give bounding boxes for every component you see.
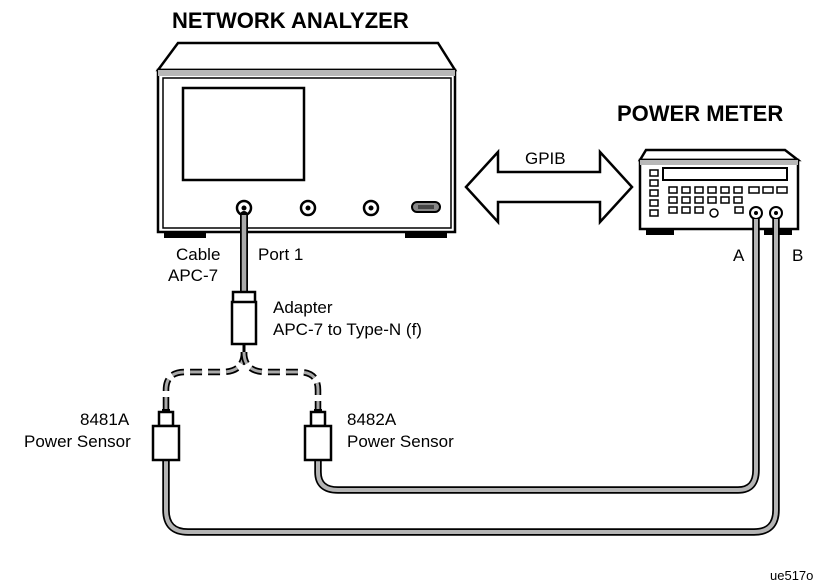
apc7-label: APC-7 bbox=[168, 266, 219, 285]
analyzer-foot-right bbox=[405, 232, 447, 238]
power-sensor-8482a bbox=[303, 409, 333, 462]
network-analyzer bbox=[155, 41, 458, 238]
power-meter-knob bbox=[709, 208, 719, 218]
channel-a-connector bbox=[749, 206, 763, 220]
power-sensor-8481a bbox=[151, 409, 181, 462]
sensor-8482a-desc-label: Power Sensor bbox=[347, 432, 454, 451]
gpib-arrow bbox=[464, 148, 634, 226]
channel-b-connector bbox=[769, 206, 783, 220]
sensor-8482a-model-label: 8482A bbox=[347, 410, 397, 429]
power-meter-keypad bbox=[668, 186, 788, 214]
sensor-8481a-desc-label: Power Sensor bbox=[24, 432, 131, 451]
channel-a-label: A bbox=[733, 246, 745, 265]
adapter-label: Adapter bbox=[273, 298, 333, 317]
adapter-type-label: APC-7 to Type-N (f) bbox=[273, 320, 422, 339]
port-3-connector bbox=[362, 199, 380, 217]
channel-b-label: B bbox=[792, 246, 804, 265]
port-2-connector bbox=[299, 199, 317, 217]
port1-label: Port 1 bbox=[258, 245, 304, 264]
figure-id: ue517o bbox=[770, 568, 814, 583]
power-meter-display bbox=[662, 167, 788, 181]
adapter bbox=[230, 290, 258, 352]
sensor-cable-a bbox=[314, 219, 760, 494]
network-analyzer-title: NETWORK ANALYZER bbox=[172, 8, 409, 33]
power-meter bbox=[637, 148, 802, 235]
power-meter-left-keys bbox=[649, 169, 659, 217]
gpib-label: GPIB bbox=[525, 149, 566, 168]
power-meter-title: POWER METER bbox=[617, 101, 784, 126]
power-meter-foot-left bbox=[646, 229, 674, 235]
cable-label: Cable bbox=[176, 245, 221, 264]
analyzer-foot-left bbox=[164, 232, 206, 238]
alternative-connection-paths bbox=[162, 351, 322, 412]
sensor-cable-b bbox=[162, 219, 780, 536]
sensor-8481a-model-label: 8481A bbox=[80, 410, 130, 429]
power-switch bbox=[411, 201, 441, 213]
analyzer-display bbox=[181, 86, 306, 182]
